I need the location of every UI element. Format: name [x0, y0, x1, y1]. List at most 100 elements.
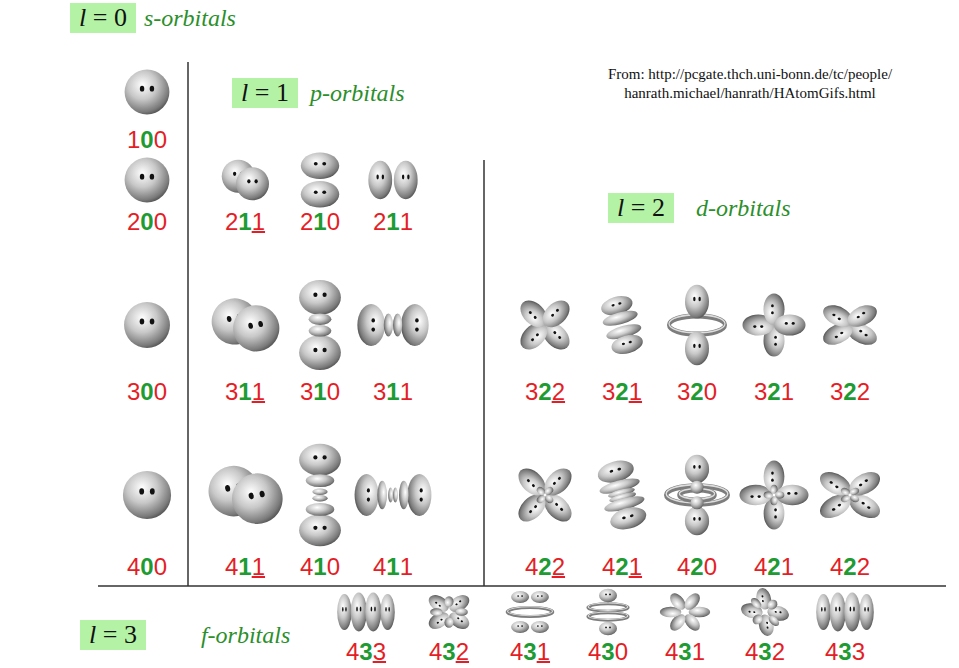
lobe-spot	[835, 607, 837, 612]
orbital-lobe	[859, 594, 873, 630]
orbital-lobe	[685, 507, 709, 536]
orbital-label: 420	[677, 554, 717, 580]
lobe-spot	[420, 488, 423, 492]
lobe-spot	[834, 335, 839, 338]
orbital-lobe	[775, 492, 784, 499]
lobe-spot	[748, 611, 750, 613]
lobe-spot	[557, 476, 561, 480]
orbital-lobe	[357, 304, 385, 346]
orbital-lobe	[380, 594, 394, 630]
orbital-shape	[814, 467, 886, 522]
lobe-body	[839, 494, 852, 504]
orbital-lobe	[368, 161, 392, 199]
tag-char: 1	[276, 78, 289, 107]
quantum-digit: 3	[601, 638, 614, 665]
lobe-body	[774, 315, 806, 336]
orbital-shape	[734, 581, 797, 644]
tag-char: =	[103, 620, 118, 649]
lobe-spot	[371, 607, 373, 612]
lobe-spot	[560, 507, 564, 511]
quantum-digit: 1	[386, 553, 399, 580]
lobe-body	[609, 331, 645, 357]
orbital-label: 411	[373, 554, 413, 580]
quantum-digit: 4	[510, 638, 523, 665]
lobe-spot	[771, 471, 774, 474]
lobe-spot	[140, 86, 144, 92]
orbital-lobe	[445, 596, 454, 607]
lobe-spot	[774, 515, 777, 518]
lobe-spot	[371, 318, 375, 322]
lobe-body	[401, 304, 429, 346]
quantum-digit: 1	[238, 553, 251, 580]
quantum-digit: 2	[857, 553, 870, 580]
orbital-lobe	[337, 594, 351, 630]
lobe-spot	[824, 607, 825, 612]
orbital-group: l = 0s-orbitals	[70, 3, 236, 33]
quantum-digit: 3	[677, 378, 690, 405]
orbital-label: 400	[127, 554, 167, 580]
orbital-shape	[299, 444, 341, 546]
lobe-body	[445, 596, 454, 607]
lobe-body	[351, 593, 367, 632]
orbital-lobe	[425, 609, 453, 632]
orbital-label: 200	[127, 209, 167, 235]
orbital-shape	[355, 474, 432, 516]
lobe-spot	[528, 310, 532, 314]
quantum-digit: 3	[442, 638, 455, 665]
lobe-body	[749, 596, 763, 610]
quantum-digit: 1	[386, 208, 399, 235]
quantum-digit: 1	[692, 638, 705, 665]
lobe-body	[309, 313, 332, 325]
orbital-lobe	[531, 621, 549, 633]
orbital-group: l = 1p-orbitals	[232, 78, 405, 108]
lobe-spot	[693, 344, 695, 348]
orbital-lobe	[599, 589, 617, 603]
orbital-lobe	[848, 487, 861, 497]
lobe-spot	[517, 625, 519, 627]
orbital-lobe	[766, 598, 780, 612]
orbital-label: 432	[429, 639, 469, 665]
lobe-body	[848, 494, 861, 504]
lobe-body	[538, 295, 575, 332]
lobe-spot	[794, 492, 797, 495]
lobe-spot	[858, 329, 863, 332]
orbital-lobe	[445, 617, 454, 628]
lobe-spot	[367, 488, 370, 492]
quantum-digit: 3	[602, 378, 615, 405]
orbital-lobe	[125, 70, 170, 115]
lobe-body	[599, 622, 617, 636]
lobe-spot	[693, 465, 695, 469]
lobe-body	[830, 593, 846, 632]
orbital-lobe	[299, 444, 341, 476]
lobe-spot	[771, 311, 774, 314]
lobe-body	[228, 469, 287, 528]
orbital-lobe	[513, 489, 550, 526]
lobe-spot	[521, 595, 523, 597]
orbital-label: 422	[525, 554, 565, 580]
lobe-body	[357, 304, 385, 346]
orbital-shape	[597, 292, 647, 357]
quantum-digit: 4	[127, 553, 140, 580]
lobe-spot	[867, 607, 868, 612]
orbital-lobe	[511, 591, 529, 603]
lobe-spot	[248, 322, 254, 329]
orbital-shape	[816, 593, 874, 632]
orbital-lobe	[685, 285, 709, 319]
lobe-body	[306, 503, 335, 516]
lobe-spot	[313, 526, 317, 530]
lobe-body	[685, 455, 709, 484]
quantum-digit: 2	[767, 553, 780, 580]
lobe-body	[393, 314, 402, 337]
lobe-body	[771, 485, 778, 494]
lobe-spot	[541, 595, 543, 597]
lobe-body	[511, 621, 529, 633]
lobe-spot	[460, 620, 463, 623]
lobe-spot	[839, 331, 844, 334]
quantum-digit: 1	[400, 378, 413, 405]
lobe-spot	[248, 492, 254, 499]
orbital-shape	[588, 589, 628, 636]
lobe-body	[309, 325, 332, 337]
orbital-lobe	[236, 167, 269, 200]
lobe-body	[844, 467, 886, 500]
orbital-lobe	[388, 487, 393, 502]
